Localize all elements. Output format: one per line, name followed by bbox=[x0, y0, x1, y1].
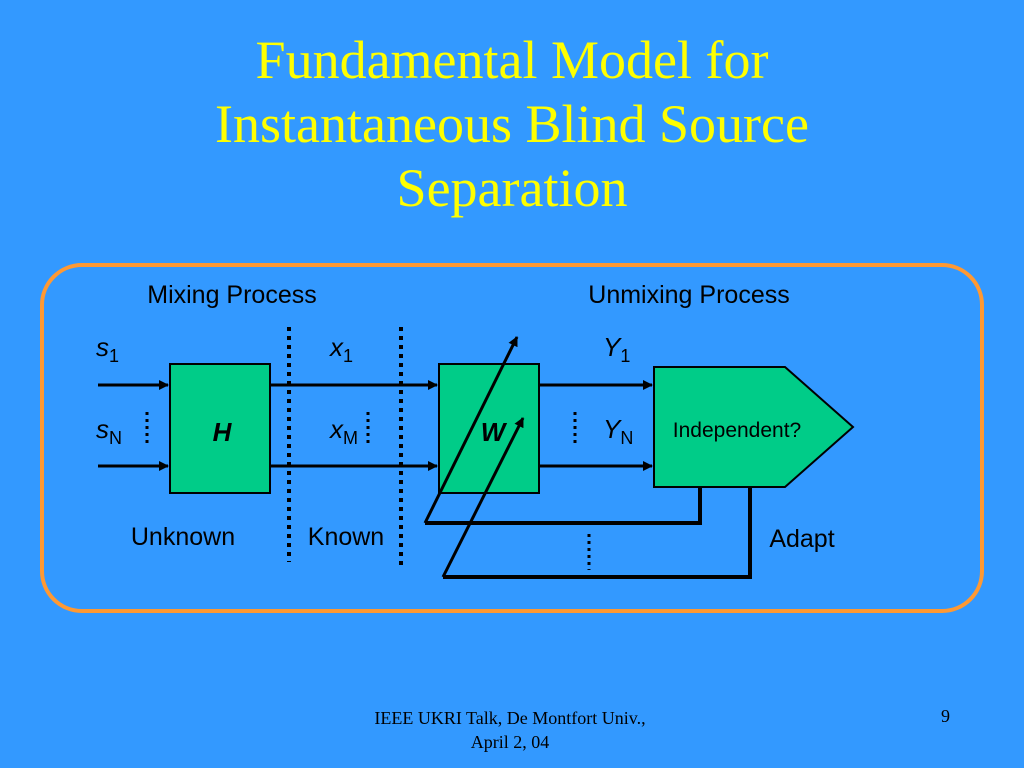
yN-subscript: N bbox=[620, 428, 633, 448]
mixing-process-label: Mixing Process bbox=[147, 281, 317, 309]
mixing-matrix-block bbox=[169, 363, 271, 494]
diagram-frame bbox=[40, 263, 984, 613]
unmixing-matrix-label: W bbox=[481, 417, 508, 447]
y1-subscript: 1 bbox=[620, 346, 630, 366]
x1-symbol: x bbox=[328, 332, 344, 362]
x1-label: x1 bbox=[328, 332, 353, 366]
xM-label: xM bbox=[328, 414, 358, 448]
y1-label: Y1 bbox=[603, 332, 630, 366]
unknown-label: Unknown bbox=[131, 523, 235, 551]
xM-subscript: M bbox=[343, 428, 358, 448]
page-number: 9 bbox=[941, 706, 950, 726]
title-line-2: Instantaneous Blind Source bbox=[215, 94, 809, 154]
adaptation-arrow-inner bbox=[423, 336, 519, 524]
adapt-label: Adapt bbox=[769, 525, 834, 553]
slide-title: Fundamental Model for Instantaneous Blin… bbox=[0, 28, 1024, 220]
independence-test-label: Independent? bbox=[673, 419, 801, 442]
slide-footer: IEEE UKRI Talk, De Montfort Univ., April… bbox=[330, 706, 690, 754]
footer-line-2: April 2, 04 bbox=[470, 732, 550, 752]
title-line-1: Fundamental Model for bbox=[255, 30, 769, 90]
known-label: Known bbox=[308, 523, 384, 551]
unmixing-matrix-block bbox=[438, 363, 540, 494]
sN-symbol: s bbox=[96, 414, 109, 444]
footer-line-1: IEEE UKRI Talk, De Montfort Univ., bbox=[374, 708, 646, 728]
s1-subscript: 1 bbox=[109, 346, 119, 366]
mixing-matrix-label: H bbox=[213, 417, 233, 447]
sN-label: sN bbox=[96, 414, 122, 448]
title-line-3: Separation bbox=[396, 158, 628, 218]
yN-symbol: Y bbox=[603, 414, 622, 444]
sN-subscript: N bbox=[109, 428, 122, 448]
xM-symbol: x bbox=[328, 414, 344, 444]
feedback-loop-inner bbox=[425, 487, 702, 525]
s1-label: s1 bbox=[96, 332, 119, 366]
yN-label: YN bbox=[603, 414, 633, 448]
unmixing-process-label: Unmixing Process bbox=[588, 281, 789, 309]
adaptation-arrow-outer bbox=[441, 417, 525, 578]
x1-subscript: 1 bbox=[343, 346, 353, 366]
feedback-loop-outer bbox=[443, 487, 752, 579]
y1-symbol: Y bbox=[603, 332, 622, 362]
s1-symbol: s bbox=[96, 332, 109, 362]
independence-test-block bbox=[653, 366, 855, 488]
